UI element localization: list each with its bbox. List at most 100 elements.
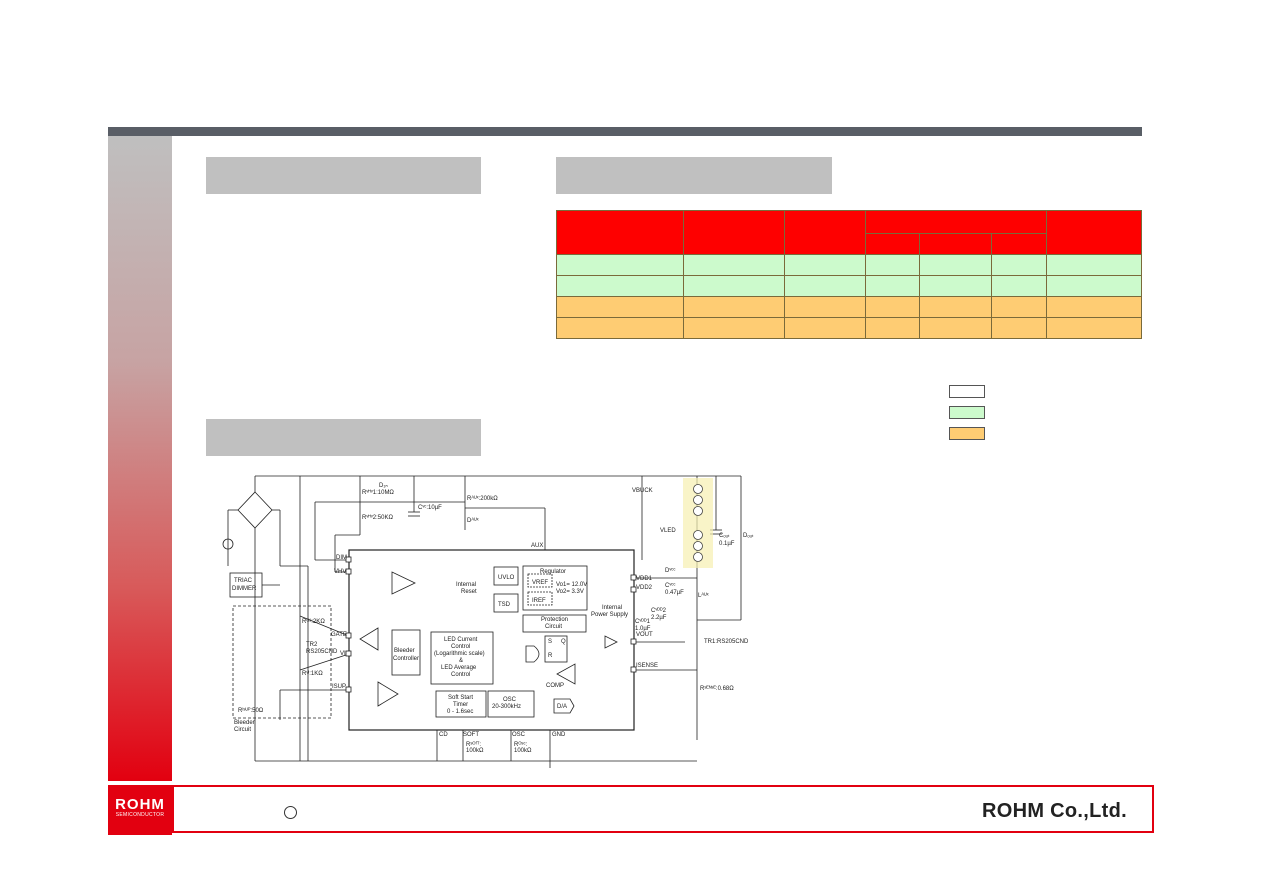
label-vhv-pin: VHV [334, 569, 346, 575]
label-triac: TRIAC [234, 578, 253, 584]
label-r-soft2: 100kΩ [466, 748, 484, 754]
label-soft-pin: SOFT [463, 732, 479, 738]
section-header-features [206, 157, 481, 194]
label-osc2: 20-300kHz [492, 704, 521, 710]
label-d-out: Dₒᵤₜ [743, 533, 754, 539]
label-isup-pin: ISUP [332, 684, 346, 690]
label-softstart2: Timer [453, 702, 468, 708]
label-ips2: Power Supply [591, 612, 628, 618]
footer-bar [172, 785, 1154, 833]
label-gate-pin: GATE [331, 632, 347, 638]
label-bleeder1: Bleeder [394, 648, 415, 654]
label-vi-pin: VI [340, 651, 346, 657]
label-protection1: Protection [541, 617, 568, 623]
label-bleeder2: Controller [393, 656, 419, 662]
label-bleeder-circuit1: Bleeder [234, 720, 255, 726]
label-osc-pin: OSC [512, 732, 526, 738]
label-tsd: TSD [498, 602, 511, 608]
table-row [556, 275, 1142, 297]
label-c-out-val: 0.1µF [719, 541, 735, 547]
sidebar-gradient [108, 136, 172, 781]
label-softstart3: 0 - 1.6sec [447, 709, 473, 715]
label-c-vdd2-val: 2.2µF [651, 615, 667, 621]
label-vled: VLED [660, 528, 676, 534]
label-dim-pin: DIM [336, 555, 347, 561]
label-r-sense: Rˢᴱᴺˢᴱ:0.68Ω [700, 685, 734, 692]
label-tr2a: TR2 [306, 642, 318, 648]
label-q: Q [561, 639, 566, 645]
label-led5: LED Average [441, 665, 477, 671]
top-rule [108, 127, 1142, 136]
label-c-out: Cₒᵤₜ [719, 533, 730, 539]
label-r-g1: Rᴳ¹:2KΩ [302, 618, 325, 625]
legend-swatch-white [949, 385, 985, 398]
table-header-row [556, 210, 1142, 255]
label-vdd1: VDD1 [636, 576, 653, 582]
section-header-application [206, 419, 481, 456]
section-header-lineup [556, 157, 832, 194]
label-aux-pin: AUX [531, 543, 543, 549]
label-s: S [548, 639, 552, 645]
label-da: D/A [557, 704, 567, 710]
label-c-vcc: Cᵛᶜᶜ [665, 583, 676, 589]
label-d-aux: Dᴬᵁˣ [467, 516, 479, 524]
label-c-vc: Cᵛᶜ:10µF [418, 505, 442, 511]
label-iref: IREF [532, 598, 546, 604]
table-header-cell [682, 210, 785, 255]
label-r-osc2: 100kΩ [514, 748, 532, 754]
table-header-group [865, 210, 1048, 234]
label-vdd2: VDD2 [636, 585, 653, 591]
label-tr2b: RS205CND [306, 649, 338, 655]
label-led2: Control [451, 644, 470, 650]
label-d-in: D₁ₙ [379, 483, 388, 489]
table-row [556, 317, 1142, 339]
table-header-cell [783, 210, 867, 255]
label-internal-reset2: Reset [461, 589, 477, 595]
label-r: R [548, 653, 553, 659]
label-gnd-pin: GND [552, 732, 566, 738]
label-tr1: TR1:RS205CND [704, 639, 749, 645]
label-d-vcc: Dᵛᶜᶜ [665, 568, 676, 574]
label-cd-pin: CD [439, 732, 448, 738]
label-vo2: Vo2= 3.3V [556, 589, 584, 595]
label-osc1: OSC [503, 697, 517, 703]
table-subheader-cell [865, 233, 921, 255]
label-vo1: Vo1= 12.0V [556, 582, 587, 588]
label-c-vcc-val: 0.47µF [665, 590, 684, 596]
logo-tagline: SEMICONDUCTOR [115, 812, 165, 818]
rohm-logo: ROHM SEMICONDUCTOR [108, 785, 172, 835]
label-dimmer: DIMMER [232, 586, 257, 592]
label-r-vhv1: Rᵛᴴᵛ1:10MΩ [362, 489, 394, 496]
label-vref: VREF [532, 580, 548, 586]
table-subheader-row [557, 233, 1142, 255]
table-row [556, 254, 1142, 276]
label-c-vdd1: Cᵛᴰᴰ1 [635, 618, 651, 625]
label-r-vhv2: Rᵛᴴᵛ2:50KΩ [362, 514, 393, 521]
logo-name: ROHM [115, 796, 165, 813]
label-led3: (Logarithmic scale) [434, 651, 485, 657]
label-vout-pin: VOUT [636, 632, 653, 638]
label-r-soft1: Rˢᴼᶠᵀ: [466, 741, 481, 748]
label-l-aux: Lᴬᵁˣ [698, 591, 709, 599]
label-r-aux: Rᴬᵁˣ:200kΩ [467, 494, 498, 502]
label-led4: & [459, 658, 463, 664]
label-r-osc1: Rᴼˢᶜ: [514, 741, 528, 748]
label-comp: COMP [546, 683, 564, 689]
table-header-cell [1046, 210, 1142, 255]
label-led1: LED Current [444, 637, 478, 643]
label-uvlo: UVLO [498, 575, 515, 581]
label-regulator: Regulator [540, 569, 566, 575]
company-name: ROHM Co.,Ltd. [982, 800, 1127, 822]
label-r-isup: Rᴵˢᵁᴾ:50Ω [238, 707, 264, 714]
legend-swatch-green [949, 406, 985, 419]
footer-circle-icon [284, 806, 297, 819]
legend-swatch-orange [949, 427, 985, 440]
label-internal-reset1: Internal [456, 582, 476, 588]
label-protection2: Circuit [545, 624, 562, 630]
table-header-cell [556, 210, 684, 255]
label-led6: Control [451, 672, 470, 678]
table-subheader-cell [919, 233, 993, 255]
label-c-vdd2: Cᵛᴰᴰ2 [651, 607, 667, 614]
label-ips1: Internal [602, 605, 622, 611]
